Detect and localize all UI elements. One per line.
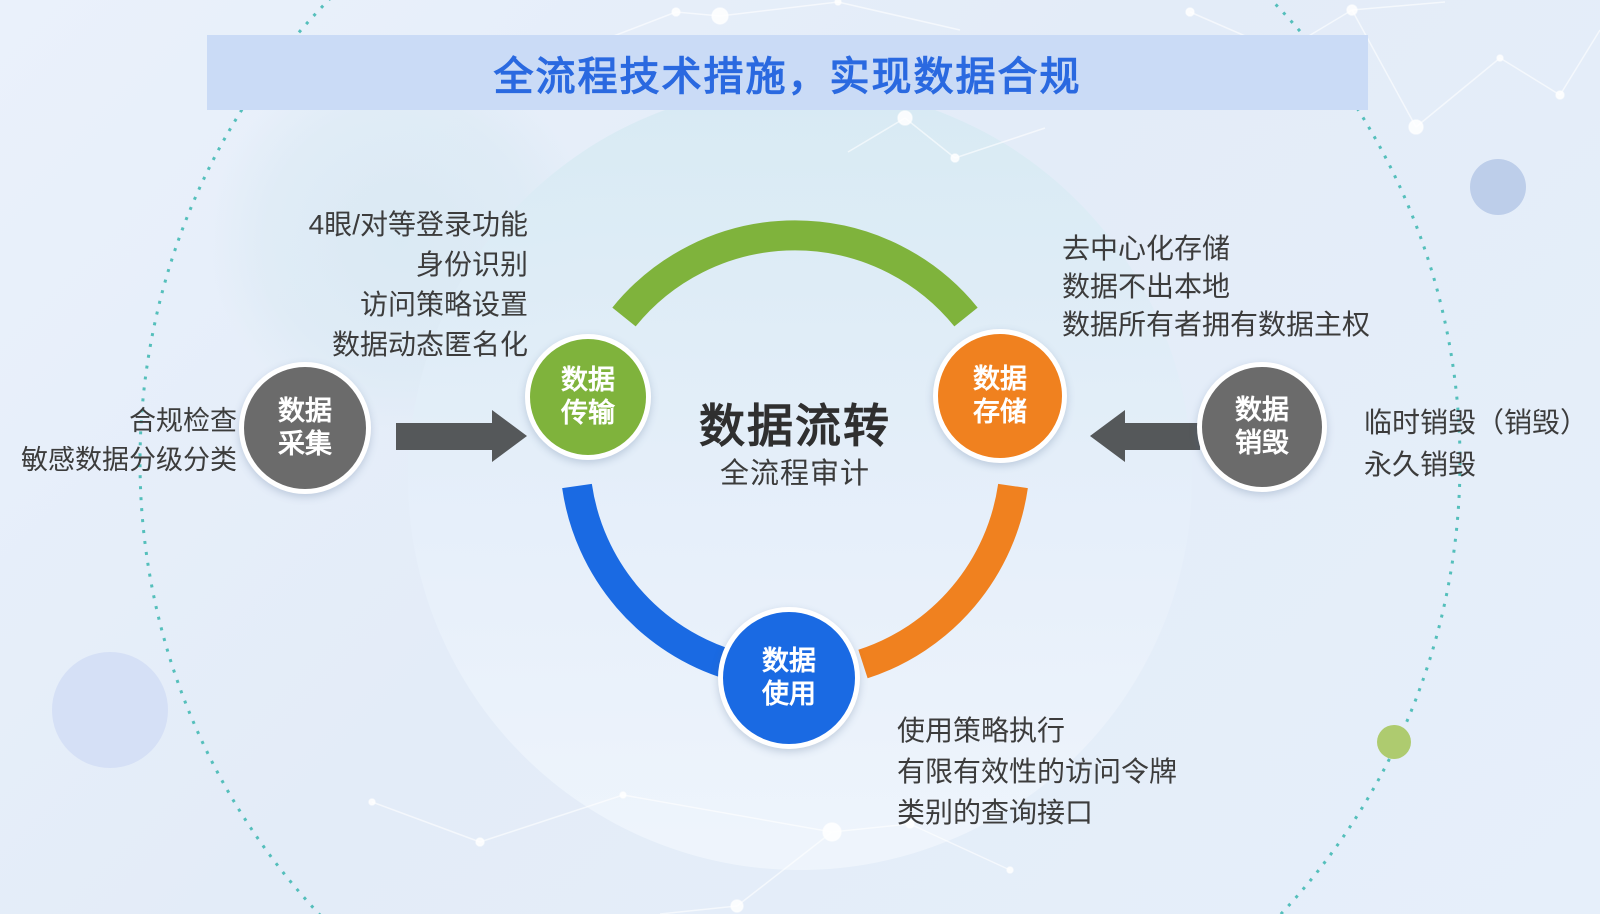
annotation-line: 去中心化存储 xyxy=(1062,233,1231,264)
annotation-line: 4眼/对等登录功能 xyxy=(308,209,528,240)
node-data-transmission: 数据 传输 xyxy=(525,334,651,460)
soft-circle-center xyxy=(408,86,1192,870)
annotation-line: 临时销毁（销毁） xyxy=(1364,407,1589,438)
arrow-destroy-to-store xyxy=(1090,410,1200,462)
page-title: 全流程技术措施，实现数据合规 xyxy=(493,54,1082,99)
ring-center: 数据流转 全流程审计 xyxy=(615,400,975,491)
annotation-collection: 合规检查 敏感数据分级分类 xyxy=(21,402,237,480)
accent-dot-bottom-left xyxy=(52,652,168,768)
constellation-top-center xyxy=(597,0,1046,163)
node-data-destruction: 数据 销毁 xyxy=(1197,362,1327,492)
arc-bottom-left-blue xyxy=(562,483,736,680)
annotation-line: 数据动态匿名化 xyxy=(331,329,528,360)
annotation-line: 敏感数据分级分类 xyxy=(21,445,237,475)
annotation-line: 类别的查询接口 xyxy=(897,797,1094,828)
node-label-line: 数据 xyxy=(561,365,615,395)
node-data-collection: 数据 采集 xyxy=(239,362,371,494)
annotation-line: 数据不出本地 xyxy=(1062,271,1231,302)
node-label-line: 数据 xyxy=(278,396,332,426)
node-label-line: 数据 xyxy=(973,364,1027,394)
node-label-line: 采集 xyxy=(278,429,332,459)
annotation-line: 使用策略执行 xyxy=(897,715,1066,746)
node-label-line: 数据 xyxy=(762,646,816,676)
annotation-line: 访问策略设置 xyxy=(359,289,528,320)
node-label-line: 使用 xyxy=(762,679,816,709)
annotation-usage: 使用策略执行 有限有效性的访问令牌 类别的查询接口 xyxy=(897,710,1177,833)
node-label-line: 传输 xyxy=(561,398,615,428)
annotation-storage: 去中心化存储 数据不出本地 数据所有者拥有数据主权 xyxy=(1062,230,1370,344)
annotation-line: 合规检查 xyxy=(129,406,237,436)
constellation-bottom-center xyxy=(368,791,1014,914)
arc-bottom-right-orange xyxy=(858,483,1028,679)
arc-top-green xyxy=(612,220,978,327)
node-label-line: 销毁 xyxy=(1235,428,1289,458)
annotation-line: 身份识别 xyxy=(415,249,528,280)
ring-center-title: 数据流转 xyxy=(699,400,891,452)
annotation-transmission: 4眼/对等登录功能 身份识别 访问策略设置 数据动态匿名化 xyxy=(309,205,528,365)
annotation-line: 数据所有者拥有数据主权 xyxy=(1062,309,1371,340)
node-data-storage: 数据 存储 xyxy=(933,329,1067,463)
arrow-collect-to-transmit xyxy=(396,410,527,462)
annotation-line: 有限有效性的访问令牌 xyxy=(897,756,1178,787)
node-label-line: 存储 xyxy=(973,397,1027,427)
node-data-usage: 数据 使用 xyxy=(718,607,860,749)
accent-dot-top-right xyxy=(1470,159,1526,215)
annotation-destruction: 临时销毁（销毁） 永久销毁 xyxy=(1364,402,1588,486)
annotation-line: 永久销毁 xyxy=(1364,449,1477,480)
dotted-orbit-circle xyxy=(138,0,1462,914)
ring-center-subtitle: 全流程审计 xyxy=(719,458,870,490)
accent-dot-green xyxy=(1377,725,1411,759)
node-label-line: 数据 xyxy=(1235,395,1289,425)
title-banner: 全流程技术措施，实现数据合规 xyxy=(207,35,1368,110)
